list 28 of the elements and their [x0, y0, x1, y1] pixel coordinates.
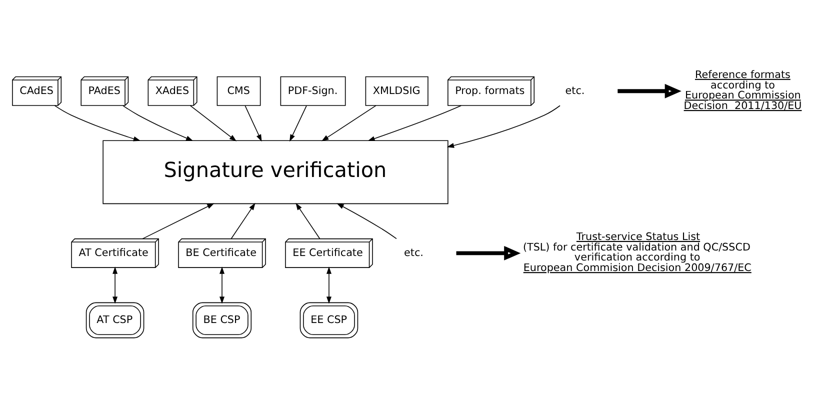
arrow [618, 84, 682, 98]
arrow [54, 105, 141, 142]
node-box: EE CSP [300, 302, 358, 338]
node-box: BE CSP [192, 302, 252, 338]
node-text: etc. [565, 84, 585, 97]
arrow [122, 105, 194, 142]
arrow [456, 246, 521, 260]
node-box: Signature verification [102, 140, 448, 204]
arrow [112, 266, 118, 304]
arrow [220, 266, 225, 304]
arrow [446, 105, 560, 148]
node-text: etc. [404, 246, 424, 259]
arrow [296, 202, 320, 240]
arrow [290, 105, 307, 142]
node-text: Trust-service Status List (TSL) for certificate validation and QC/SSCD verification according to European Commision Decision 2009/767/EC [522, 230, 752, 274]
node-box: CMS [216, 76, 261, 106]
node-text: Reference formats according to European Commission Decision 2011/130/EU [684, 68, 802, 112]
node-box: PDF-Sign. [280, 76, 346, 106]
node-box: XMLDSIG [365, 76, 428, 106]
arrow [244, 105, 262, 142]
arrow [336, 203, 397, 240]
arrow [142, 203, 214, 240]
arrow [326, 266, 332, 304]
arrow [368, 105, 462, 141]
arrow [190, 105, 237, 142]
node-box: AT CSP [86, 302, 144, 338]
arrow [321, 105, 376, 142]
arrow [230, 202, 256, 240]
